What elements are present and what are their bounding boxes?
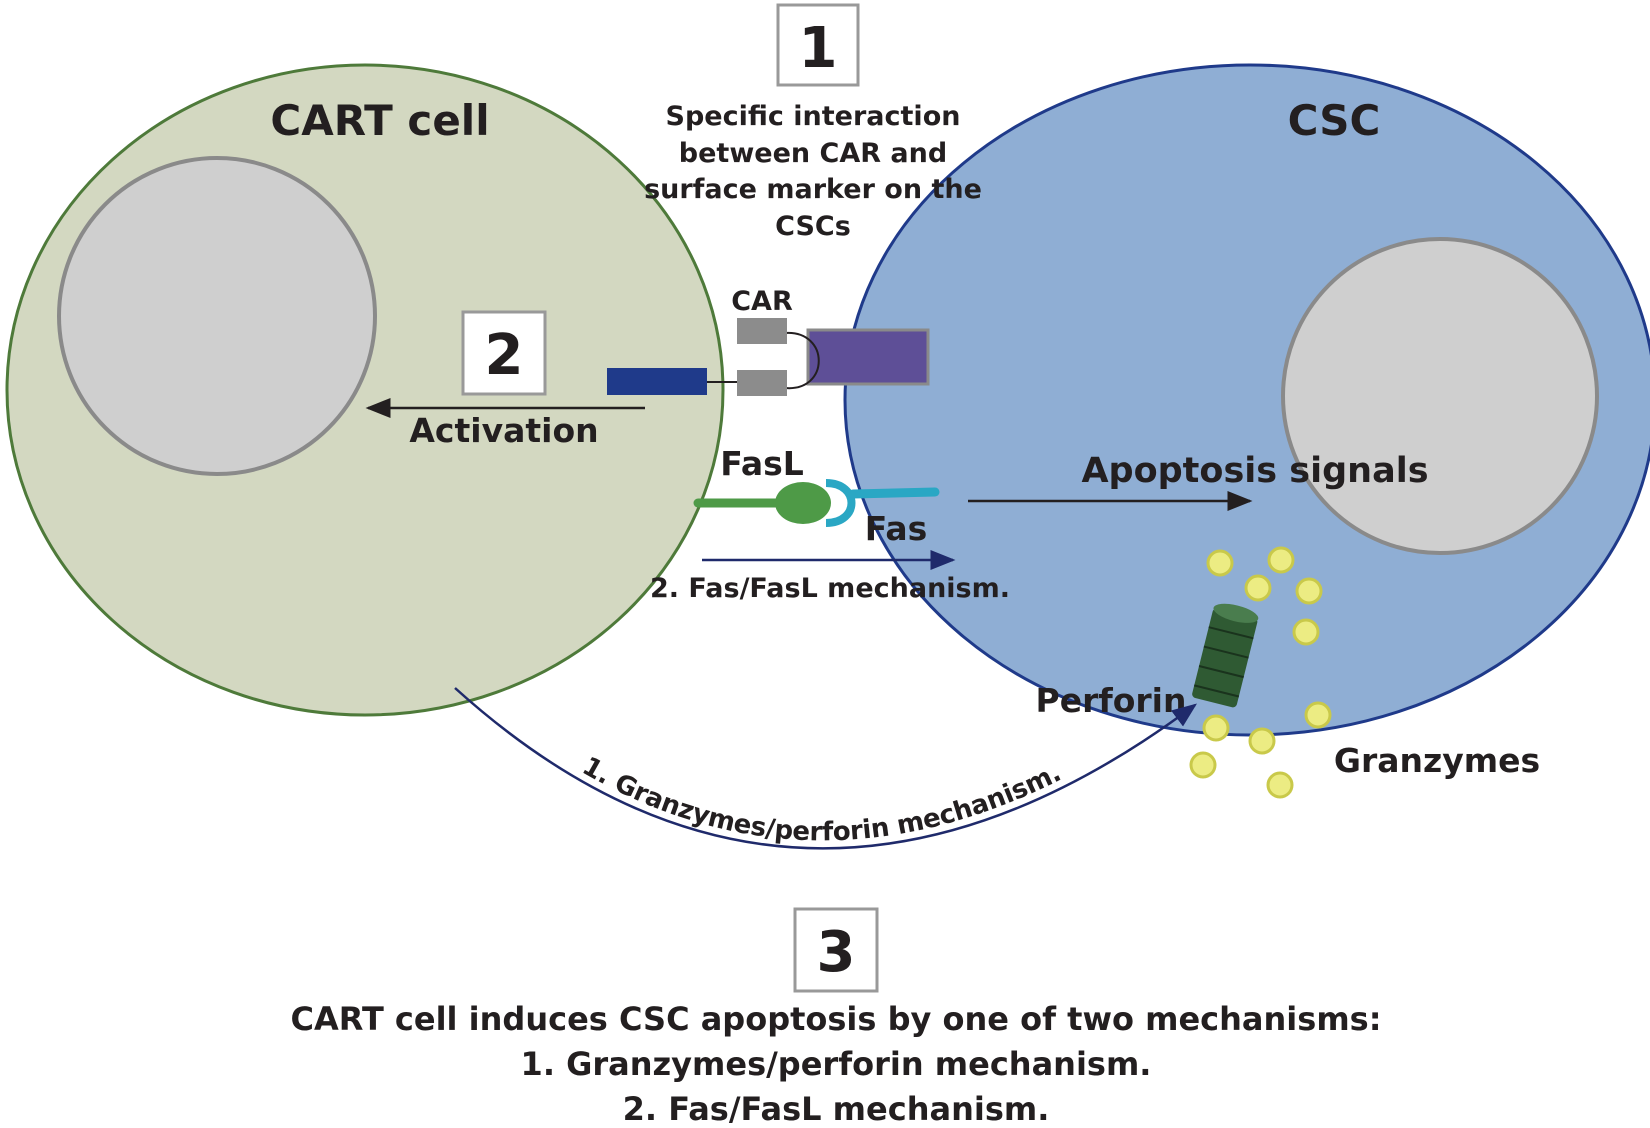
granzymes-label: Granzymes [1334, 741, 1540, 780]
granzyme-mechanism-arrow [454, 687, 1198, 850]
perforin-pore [1192, 603, 1259, 708]
perforin-label: Perforin [1036, 681, 1187, 720]
activation-label: Activation [409, 411, 598, 450]
granzymes-internal [1206, 546, 1323, 646]
granzyme-dot [1244, 574, 1272, 602]
cart-nucleus [57, 156, 377, 476]
granzyme-dot [1189, 751, 1217, 779]
step1-text-line-2: between CAR and [679, 138, 947, 169]
car-lower-domain [737, 370, 787, 396]
fas-receptor-cup [825, 479, 856, 527]
step3-number: 3 [817, 920, 856, 985]
granzyme-dot [1206, 549, 1234, 577]
step1-text-line-4: CSCs [775, 211, 851, 242]
step1-text-line-3: surface marker on the [644, 174, 982, 205]
step1-number: 1 [799, 16, 838, 81]
apoptosis-signals-label: Apoptosis signals [1081, 451, 1428, 491]
csc-nucleus [1281, 237, 1599, 555]
granzyme-dot [1295, 577, 1323, 605]
step1-text-line-1: Specific interaction [666, 101, 961, 132]
step3-text-line-1: CART cell induces CSC apoptosis by one o… [290, 1000, 1381, 1038]
step2-number: 2 [485, 323, 524, 388]
step3-text-line-3: 2. Fas/FasL mechanism. [623, 1090, 1050, 1128]
fas-mechanism-label: 2. Fas/FasL mechanism. [650, 573, 1010, 604]
granzyme-dot [1248, 727, 1276, 755]
csc-label: CSC [1288, 96, 1381, 145]
fasl-label: FasL [720, 444, 804, 483]
step3-text-line-2: 1. Granzymes/perforin mechanism. [521, 1045, 1152, 1083]
car-intracellular-domain [607, 368, 707, 395]
granzyme-dot [1292, 618, 1320, 646]
surface-marker [806, 328, 930, 386]
granzyme-mechanism-text: 1. Granzymes/perforin mechanism. [577, 751, 1066, 847]
car-label: CAR [731, 286, 793, 317]
fas-label: Fas [865, 509, 928, 548]
car-upper-domain [737, 318, 787, 344]
granzymes-external [1189, 701, 1332, 799]
step2-box [461, 310, 547, 396]
car-hinge [784, 331, 820, 390]
granzyme-dot [1267, 546, 1295, 574]
granzyme-dot [1266, 771, 1294, 799]
granzyme-mechanism-label: 1. Granzymes/perforin mechanism. [577, 751, 1066, 847]
step1-box [776, 3, 860, 87]
fasl-ligand [775, 482, 831, 524]
granzyme-dot [1202, 714, 1230, 742]
fas-stalk [848, 487, 940, 499]
step3-box [793, 907, 879, 993]
granzyme-dot [1304, 701, 1332, 729]
cart-cell-label: CART cell [270, 96, 489, 145]
